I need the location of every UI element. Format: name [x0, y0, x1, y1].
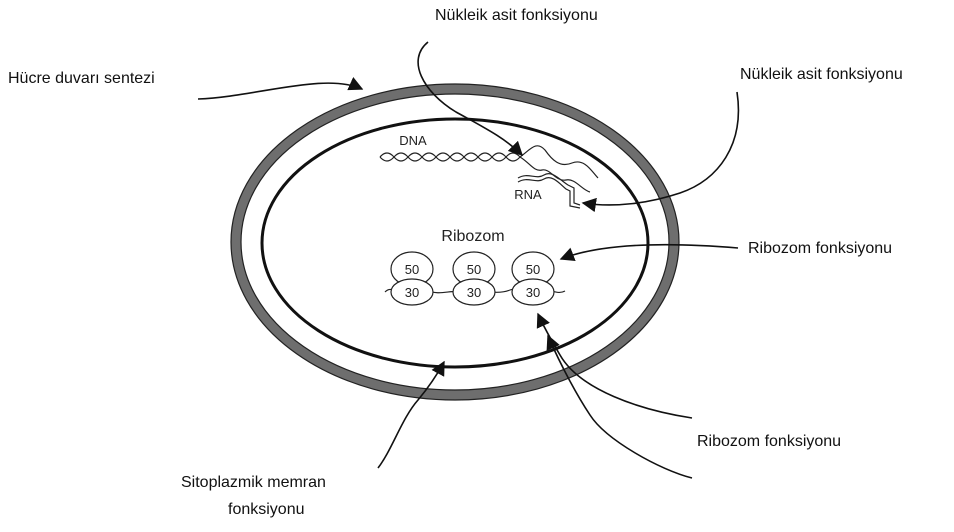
- arrow-cell-wall: [198, 83, 362, 99]
- label-cell-wall-synthesis: Hücre duvarı sentezi: [8, 71, 155, 87]
- ribosome-title: Ribozom: [441, 228, 504, 245]
- label-ribosome-right: Ribozom fonksiyonu: [748, 241, 892, 257]
- label-nucleic-acid-right: Nükleik asit fonksiyonu: [740, 67, 903, 83]
- small-subunit-label-2: 30: [467, 285, 481, 300]
- small-subunit-label-1: 30: [405, 285, 419, 300]
- arrow-ribosome-bottom-2: [548, 336, 692, 478]
- label-ribosome-bottom: Ribozom fonksiyonu: [697, 434, 841, 450]
- small-subunit-label-3: 30: [526, 285, 540, 300]
- dna-label: DNA: [399, 133, 427, 148]
- label-nucleic-acid-top: Nükleik asit fonksiyonu: [435, 8, 598, 24]
- large-subunit-label-3: 50: [526, 262, 540, 277]
- label-membrane-line1: Sitoplazmik memran: [181, 475, 326, 491]
- arrow-membrane: [378, 362, 444, 468]
- arrow-ribosome-right: [561, 245, 738, 259]
- label-membrane-line2: fonksiyonu: [228, 502, 305, 518]
- dna-helix: [380, 146, 598, 192]
- large-subunit-label-2: 50: [467, 262, 481, 277]
- large-subunit-label-1: 50: [405, 262, 419, 277]
- rna-label: RNA: [514, 187, 542, 202]
